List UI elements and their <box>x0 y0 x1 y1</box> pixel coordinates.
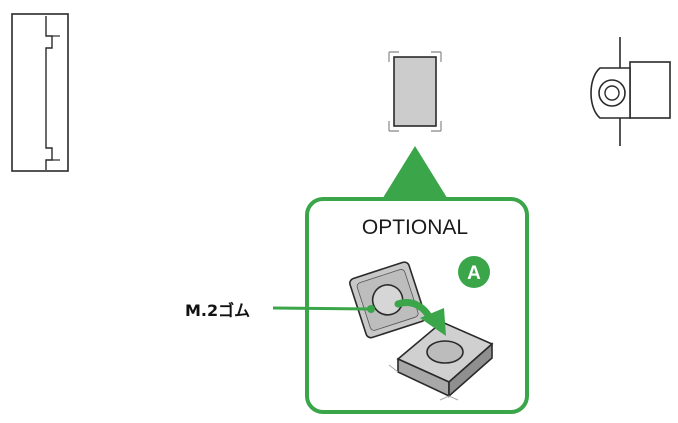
optional-title: OPTIONAL <box>362 216 468 239</box>
m2-standoff <box>590 37 671 146</box>
rubber-pad-placement <box>388 51 442 132</box>
leader-line <box>272 306 372 311</box>
motherboard-side-view <box>11 13 69 172</box>
insert-arrow <box>394 299 446 336</box>
rubber-pad-installed <box>388 321 494 401</box>
badge-letter: A <box>467 263 481 284</box>
badge-a: A <box>458 256 490 288</box>
callout-pointer <box>381 146 449 201</box>
m2-rubber-label: M.2ゴム <box>185 301 250 320</box>
